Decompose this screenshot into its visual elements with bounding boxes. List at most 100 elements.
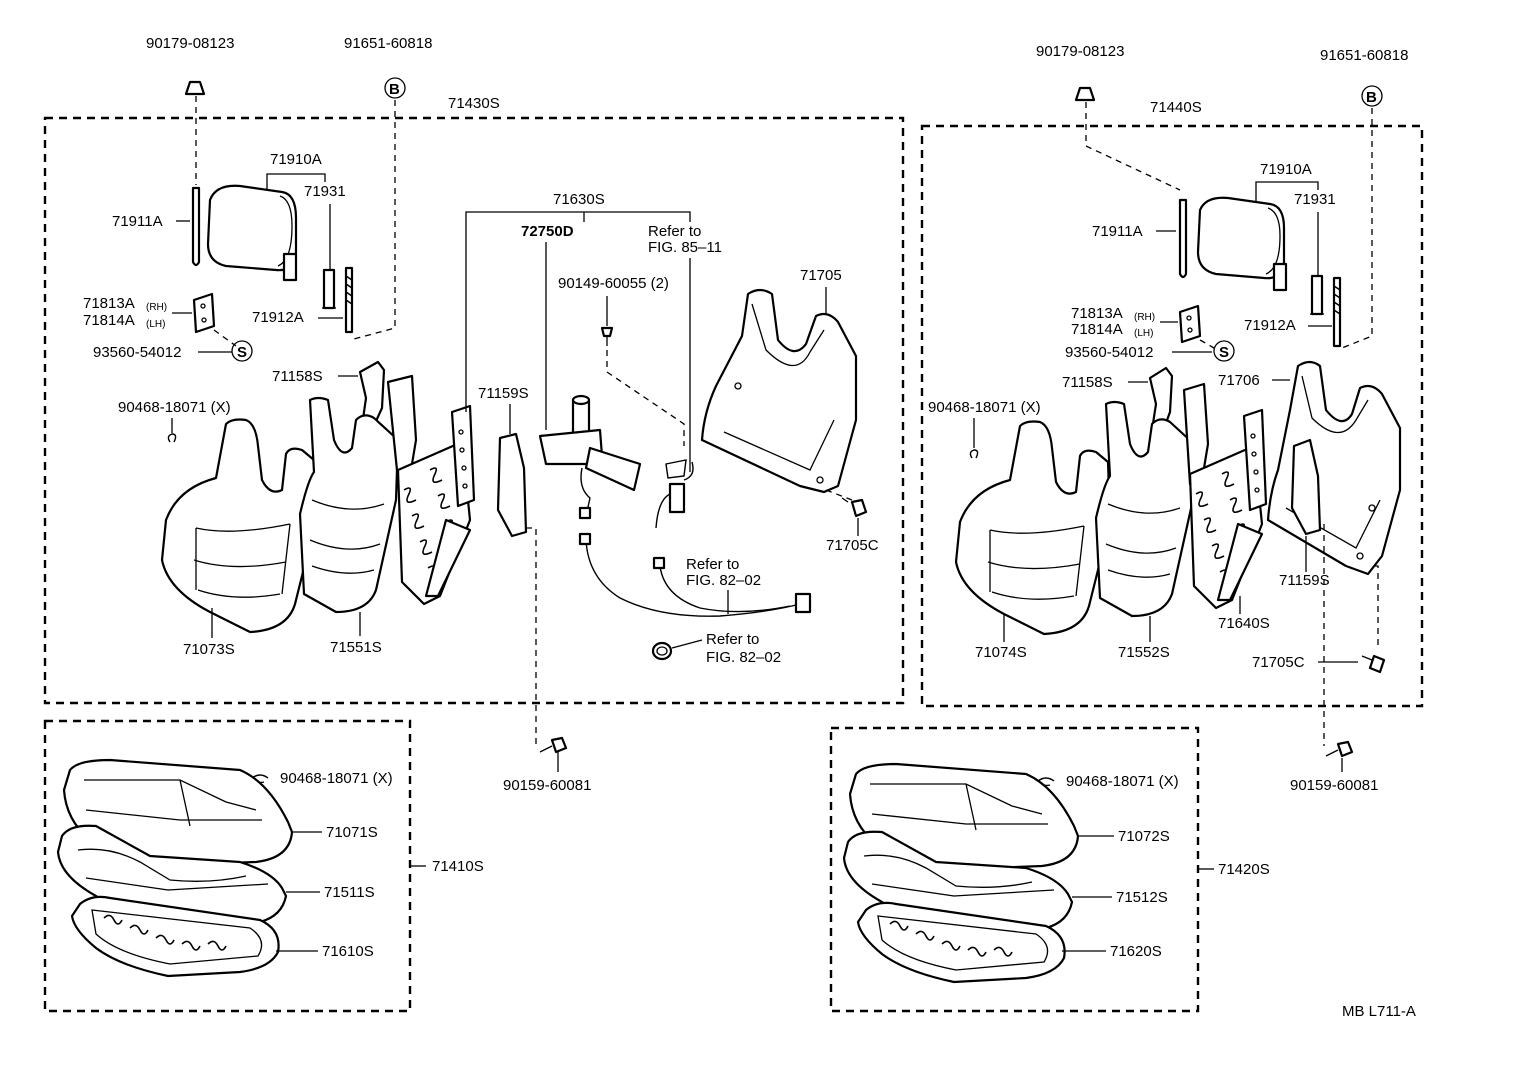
right-bottom-screw-label: 90159-60081 xyxy=(1290,777,1378,794)
right-bracket-rh-suffix: (RH) xyxy=(1134,312,1155,323)
left-top-nut-icon xyxy=(184,80,206,96)
right-s-circle-icon xyxy=(1213,340,1235,362)
right-top-bolt-label: 90179-08123 xyxy=(1036,43,1124,60)
left-back-pad-label: 71551S xyxy=(330,639,382,656)
left-cushion-group-label: 71410S xyxy=(432,858,484,875)
right-cushion-frame-label: 71620S xyxy=(1110,943,1162,960)
right-cushion-cover-label: 71072S xyxy=(1118,828,1170,845)
left-refer-1a: Refer to xyxy=(648,223,701,240)
left-refer-3b: FIG. 82–02 xyxy=(706,649,781,666)
left-b-circle-icon xyxy=(384,77,406,99)
left-stay-icon xyxy=(191,186,201,267)
left-switch-icon xyxy=(655,459,694,529)
left-spring-frame-icon xyxy=(386,374,476,606)
right-frame-part-label: 71640S xyxy=(1218,615,1270,632)
right-cushion-frame-icon xyxy=(856,901,1066,984)
left-back-cover-icon xyxy=(160,418,318,634)
right-cushion-group-label: 71420S xyxy=(1218,861,1270,878)
left-back-board-icon xyxy=(700,288,858,494)
left-stay-2-label: 71912A xyxy=(252,309,304,326)
right-back-board-icon xyxy=(1266,360,1402,576)
right-bracket-lh-suffix: (LH) xyxy=(1134,328,1153,339)
left-cushion-frame-icon xyxy=(70,895,280,978)
right-cover-side-label: 71159S xyxy=(1279,572,1330,589)
left-cover-side-icon xyxy=(496,432,528,538)
left-motor-icon xyxy=(538,394,642,520)
left-cushion-cover-label: 71071S xyxy=(326,824,378,841)
right-top-nut-icon xyxy=(1074,86,1096,102)
right-stay-2-icon xyxy=(1332,276,1342,348)
right-back-pad-label: 71552S xyxy=(1118,644,1170,661)
right-headrest-icon xyxy=(1196,196,1288,292)
left-s-circle-icon xyxy=(231,340,253,362)
right-b-part-label: 91651-60818 xyxy=(1320,47,1408,64)
left-bottom-screw-icon xyxy=(539,736,568,754)
left-refer-1b: FIG. 85–11 xyxy=(648,239,722,256)
left-screw-2-icon xyxy=(600,326,614,346)
left-clip-icon xyxy=(651,641,673,661)
right-back-pad-icon xyxy=(1094,400,1196,618)
right-support-rod-label: 71931 xyxy=(1294,191,1336,208)
left-cover-bracket-icon xyxy=(358,360,386,432)
left-b-circle-letter: B xyxy=(389,81,400,98)
left-s-circle-letter: S xyxy=(237,344,247,361)
right-seat-cushion-assembly: 71420S 90468-18071 (X) 71072S 71512S 716… xyxy=(829,726,1270,1013)
left-b-part-label: 91651-60818 xyxy=(344,35,432,52)
left-cushion-hog-ring-label: 90468-18071 (X) xyxy=(280,770,393,787)
right-b-circle-letter: B xyxy=(1366,89,1377,106)
left-seat-cushion-assembly: 71410S 90468-18071 (X) 71071S 71511S 716… xyxy=(43,719,484,1013)
right-cover-bracket-label: 71158S xyxy=(1062,374,1113,391)
right-headrest-label: 71910A xyxy=(1260,161,1312,178)
left-back-board-screw-icon xyxy=(841,497,868,518)
left-top-bolt-label: 90179-08123 xyxy=(146,35,234,52)
right-s-circle-letter: S xyxy=(1219,344,1229,361)
left-wire-harness-icon xyxy=(578,532,812,617)
left-headrest-label: 71910A xyxy=(270,151,322,168)
right-stay-label: 71911A xyxy=(1092,223,1143,240)
right-bracket-rh-label: 71813A xyxy=(1071,305,1123,322)
right-b-circle-icon xyxy=(1361,85,1383,107)
right-support-rod-icon xyxy=(1310,274,1324,316)
left-screw-s-label: 93560-54012 xyxy=(93,344,181,361)
left-refer-2b: FIG. 82–02 xyxy=(686,572,761,589)
left-headrest-icon xyxy=(206,184,298,282)
left-back-cover-label: 71073S xyxy=(183,641,235,658)
left-hog-ring-label: 90468-18071 (X) xyxy=(118,399,231,416)
right-assembly-frame xyxy=(920,124,1424,708)
left-frame-label: 71430S xyxy=(448,95,500,112)
left-back-board-screw-label: 71705C xyxy=(826,537,879,554)
left-bracket-lh-suffix: (LH) xyxy=(146,319,165,330)
left-support-rod-icon xyxy=(322,268,336,310)
right-frame-label: 71440S xyxy=(1150,99,1202,116)
left-bottom-screw-label: 90159-60081 xyxy=(503,777,591,794)
left-back-board-label: 71705 xyxy=(800,267,842,284)
right-spring-frame-icon xyxy=(1182,382,1268,610)
left-cushion-frame-label: 71610S xyxy=(322,943,374,960)
right-cover-side-icon xyxy=(1290,438,1322,536)
left-cover-bracket-label: 71158S xyxy=(272,368,323,385)
left-refer-2a: Refer to xyxy=(686,556,739,573)
right-hog-ring-icon xyxy=(969,449,979,459)
left-adjuster-group-label: 71630S xyxy=(553,191,605,208)
left-support-rod-label: 71931 xyxy=(304,183,346,200)
right-screw-s-label: 93560-54012 xyxy=(1065,344,1153,361)
right-bracket-icon xyxy=(1178,304,1202,344)
left-seat-back-assembly: 71430S 90179-08123 91651-60818 B 71910A … xyxy=(43,35,905,794)
left-cover-side-label: 71159S xyxy=(478,385,529,402)
left-hog-ring-icon xyxy=(167,433,177,443)
right-cushion-hog-ring-label: 90468-18071 (X) xyxy=(1066,773,1179,790)
left-motor-label: 72750D xyxy=(521,223,574,240)
right-bottom-screw-icon xyxy=(1325,740,1354,758)
right-back-board-label: 71706 xyxy=(1218,372,1260,389)
right-back-board-screw-icon xyxy=(1361,654,1386,674)
left-bracket-icon xyxy=(192,292,216,334)
left-back-pad-icon xyxy=(298,396,400,614)
left-stay-label: 71911A xyxy=(112,213,163,230)
right-stay-2-label: 71912A xyxy=(1244,317,1296,334)
right-seat-back-assembly: 71440S 90179-08123 91651-60818 B 71910A … xyxy=(920,43,1424,794)
left-screw-2-label: 90149-60055 (2) xyxy=(558,275,669,292)
right-hog-ring-label: 90468-18071 (X) xyxy=(928,399,1041,416)
right-bracket-lh-label: 71814A xyxy=(1071,321,1123,338)
left-bracket-lh-label: 71814A xyxy=(83,312,135,329)
